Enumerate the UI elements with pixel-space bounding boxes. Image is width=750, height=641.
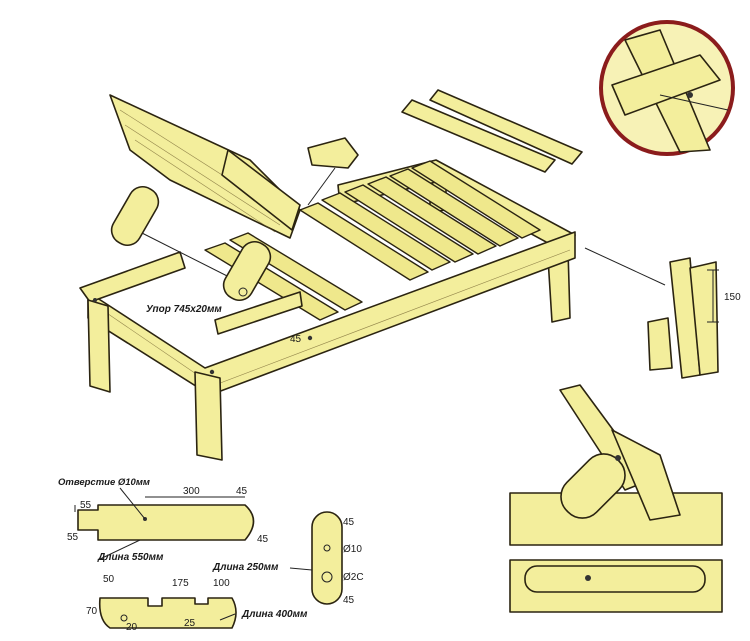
len-550-label: Длина 550мм (97, 552, 164, 563)
part-400 (98, 597, 237, 629)
dim-70: 70 (86, 606, 98, 617)
len-250-label: Длина 250мм (212, 562, 279, 573)
mechanism-lowered (509, 559, 723, 613)
part-550 (74, 496, 255, 541)
dim-55-top: 55 (80, 500, 92, 511)
dim-175: 175 (172, 578, 189, 589)
loose-boards (401, 89, 583, 173)
corner-joint-detail (584, 247, 719, 379)
dim-45-top-link: 45 (343, 517, 355, 528)
dim-25: 25 (184, 618, 196, 629)
dim-300: 300 (183, 486, 200, 497)
dim-45-right: 45 (236, 486, 248, 497)
stop-label: Упор 745х20мм (146, 304, 222, 315)
stop-bar-assembly (110, 185, 303, 335)
dim-45-bottom: 45 (257, 534, 269, 545)
dim-dia20: Ø2C (343, 572, 364, 583)
len-400-label: Длина 400мм (241, 609, 308, 620)
part-250 (311, 511, 343, 605)
mechanism-raised (509, 384, 723, 546)
hole-label: Отверстие Ø10мм (58, 477, 150, 488)
dim-dia10: Ø10 (343, 544, 362, 555)
dim-55-side: 55 (67, 532, 79, 543)
detail-circle (599, 20, 735, 156)
dim-150: 150 (724, 292, 741, 303)
backrest (109, 94, 301, 239)
dim-100: 100 (213, 578, 230, 589)
wedge-block (307, 137, 359, 206)
lounger-frame (79, 159, 576, 461)
slats (204, 160, 541, 321)
dim-45-bot-link: 45 (343, 595, 355, 606)
dim-50: 50 (103, 574, 115, 585)
dim-45-frame: 45 (290, 334, 302, 345)
dim-20: 20 (126, 622, 138, 633)
